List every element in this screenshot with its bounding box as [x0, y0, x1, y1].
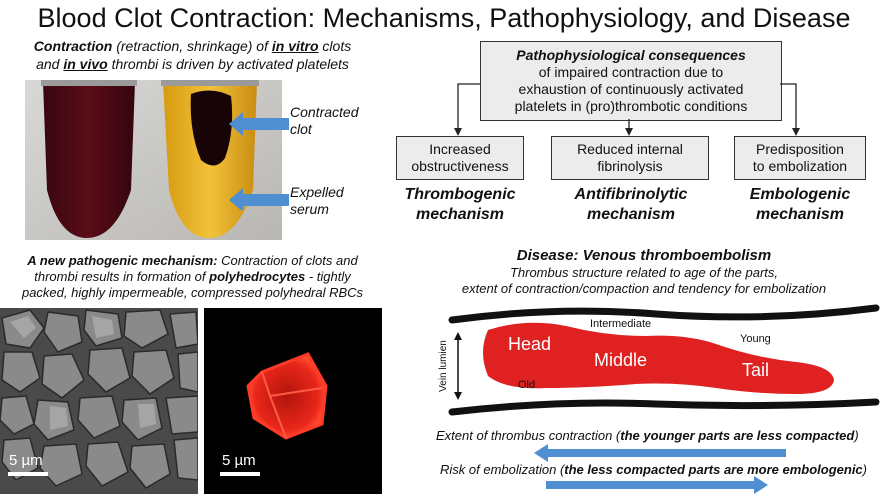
mechanism-embologenic: Embologenic mechanism — [730, 185, 870, 225]
consequences-line: platelets in (pro)thrombotic conditions — [514, 98, 748, 114]
caption-text: thrombi results in formation of — [34, 269, 210, 284]
vein-wall-top — [448, 304, 880, 324]
caption-bold: the younger parts are less compacted — [620, 428, 855, 443]
box-line: obstructiveness — [411, 158, 509, 174]
box-line: Increased — [429, 141, 491, 157]
caption-text: Contraction of clots and — [217, 253, 358, 268]
test-tubes-photo — [25, 80, 282, 240]
arrow-right-icon — [546, 476, 768, 494]
mech-line: mechanism — [586, 206, 676, 223]
box-increased-obstructiveness: Increased obstructiveness — [396, 136, 524, 180]
disease-title: Disease: Venous thromboembolism — [516, 247, 772, 264]
box-predisposition-embolization: Predisposition to embolization — [734, 136, 866, 180]
tail-label: Tail — [742, 360, 769, 380]
scale-bar — [220, 472, 260, 476]
head-label: Head — [508, 334, 551, 354]
risk-arrow — [546, 476, 768, 494]
box-line: Predisposition — [756, 141, 844, 157]
contracted-clot — [190, 90, 233, 166]
caption-bold: Contraction — [33, 38, 113, 54]
caption-text: and — [36, 56, 64, 72]
caption-text: Extent of thrombus contraction ( — [436, 428, 621, 443]
consequences-line: of impaired contraction due to — [538, 64, 724, 80]
disease-subtitle: extent of contraction/compaction and ten… — [461, 281, 827, 296]
caption-text: - tightly — [305, 269, 351, 284]
caption-bold: A new pathogenic mechanism: — [27, 253, 218, 268]
vein-lumen-label: Vein lumien — [438, 340, 449, 392]
thrombus — [483, 322, 834, 394]
disease-subtitle: Thrombus structure related to age of the… — [509, 265, 779, 280]
intermediate-label: Intermediate — [590, 318, 651, 330]
extent-arrow — [534, 444, 786, 462]
arrow-left-icon — [534, 444, 786, 462]
scale-bar — [8, 472, 48, 476]
caption-text: ) — [854, 428, 859, 443]
mech-line: Thrombogenic — [404, 186, 516, 203]
caption-text: thrombi is driven by activated platelets — [107, 56, 349, 72]
caption-bold: the less compacted parts are more embolo… — [564, 462, 863, 477]
arrow-up-icon — [454, 332, 462, 340]
arrow-down-icon — [454, 392, 462, 400]
label-line: clot — [290, 121, 312, 137]
consequences-box: Pathophysiological consequences of impai… — [480, 41, 782, 121]
page-title: Blood Clot Contraction: Mechanisms, Path… — [37, 3, 851, 33]
caption-text: clots — [318, 38, 352, 54]
box-line: Reduced internal — [577, 141, 683, 157]
expelled-serum-label: Expelled serum — [290, 184, 344, 218]
caption-text: ) — [862, 462, 868, 477]
pathogenic-caption: A new pathogenic mechanism: Contraction … — [0, 253, 385, 301]
label-line: Expelled — [290, 184, 344, 200]
young-label: Young — [740, 333, 771, 345]
caption-text: Risk of embolization ( — [440, 462, 565, 477]
box-reduced-fibrinolysis: Reduced internal fibrinolysis — [551, 136, 709, 180]
old-label: Old — [518, 379, 535, 391]
scale-label-fluorescence: 5 µm — [222, 452, 256, 469]
mechanism-antifibrinolytic: Antifibrinolytic mechanism — [556, 185, 706, 225]
fluorescence-micrograph — [204, 308, 382, 494]
caption-text: (retraction, shrinkage) of — [112, 38, 272, 54]
whole-blood-tube — [43, 82, 135, 238]
arrow-left-icon — [229, 112, 289, 136]
in-vitro: in vitro — [271, 38, 319, 54]
mech-line: mechanism — [755, 206, 845, 223]
sem-micrograph — [0, 308, 198, 494]
vein-wall-bottom — [448, 398, 880, 416]
mech-line: mechanism — [415, 206, 505, 223]
contraction-caption: Contraction (retraction, shrinkage) of i… — [0, 37, 385, 73]
arrow-left-icon — [229, 188, 289, 210]
in-vivo: in vivo — [63, 56, 108, 72]
scale-label-sem: 5 µm — [9, 452, 43, 469]
label-line: serum — [290, 201, 329, 217]
disease-caption: Disease: Venous thromboembolism Thrombus… — [400, 247, 888, 297]
contracted-clot-label: Contracted clot — [290, 104, 358, 138]
middle-label: Middle — [594, 350, 647, 370]
branch-connectors — [454, 83, 800, 136]
consequences-line: exhaustion of continuously activated — [518, 81, 744, 97]
risk-caption: Risk of embolization (the less compacted… — [440, 462, 867, 478]
vein-thrombus-diagram: Vein lumien Head Middle Tail Intermediat… — [436, 300, 886, 425]
extent-caption: Extent of thrombus contraction (the youn… — [436, 428, 859, 444]
caption-text: packed, highly impermeable, compressed p… — [21, 285, 364, 300]
label-line: Contracted — [290, 104, 359, 120]
mechanism-thrombogenic: Thrombogenic mechanism — [390, 185, 530, 225]
box-line: to embolization — [752, 158, 848, 174]
mech-line: Embologenic — [749, 186, 851, 203]
annotation-arrows — [229, 112, 289, 210]
consequences-head: Pathophysiological consequences — [516, 47, 746, 63]
polyhedrocyte — [246, 352, 328, 440]
caption-bold: polyhedrocytes — [209, 269, 306, 284]
box-line: fibrinolysis — [597, 158, 663, 174]
mech-line: Antifibrinolytic — [574, 186, 688, 203]
